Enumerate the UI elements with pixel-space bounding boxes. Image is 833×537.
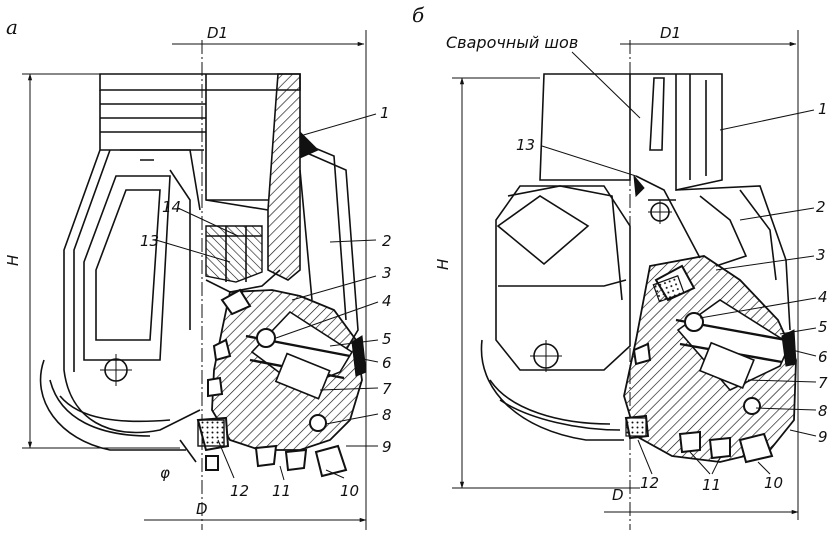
b-d1-label: D1 <box>660 24 681 42</box>
callout-b-9: 9 <box>818 428 828 446</box>
angle-phi-label: φ <box>160 464 170 482</box>
panel-a-letter: a <box>6 15 18 39</box>
callout-a-11: 11 <box>272 482 291 500</box>
inner-body <box>205 225 281 293</box>
callout-a-9: 9 <box>382 438 392 456</box>
panel-b-letter: б <box>412 3 425 27</box>
callout-a-7: 7 <box>382 380 392 398</box>
b-d-label: D <box>612 486 624 504</box>
roller-cone <box>179 288 367 478</box>
panel-b-leaders <box>541 51 817 475</box>
callout-a-10: 10 <box>340 482 359 500</box>
bit-leg-left <box>39 149 201 451</box>
callout-b-4: 4 <box>818 288 828 306</box>
callout-b-10: 10 <box>764 474 783 492</box>
b-body-left <box>480 185 631 441</box>
callout-a-1: 1 <box>380 104 390 122</box>
d-label: D <box>196 500 208 518</box>
callout-b-2: 2 <box>816 198 826 216</box>
callout-a-6: 6 <box>382 354 392 372</box>
callout-b-5: 5 <box>818 318 828 336</box>
callout-a-5: 5 <box>382 330 392 348</box>
b-leg-2 <box>675 185 791 331</box>
callout-b-1: 1 <box>818 100 828 118</box>
callout-a-13: 13 <box>140 232 159 250</box>
callout-a-14: 14 <box>162 198 181 216</box>
weld-seam-label: Сварочный шов <box>446 33 578 52</box>
callout-a-2: 2 <box>382 232 392 250</box>
b-h-label: H <box>434 259 452 270</box>
b-roller-cone <box>623 255 797 464</box>
callout-a-8: 8 <box>382 406 392 424</box>
h-label: H <box>4 255 22 266</box>
callout-b-6: 6 <box>818 348 828 366</box>
callout-a-4: 4 <box>382 292 392 310</box>
d1-label: D1 <box>207 24 228 42</box>
callout-b-7: 7 <box>818 374 828 392</box>
callout-a-3: 3 <box>382 264 392 282</box>
callout-b-12: 12 <box>640 474 659 492</box>
callout-b-8: 8 <box>818 402 828 420</box>
panel-a: a D1 H D <box>4 15 392 530</box>
panel-a-leaders <box>155 113 379 481</box>
callout-b-11: 11 <box>702 476 721 494</box>
callout-a-12: 12 <box>230 482 249 500</box>
b-shank <box>539 73 723 259</box>
panel-b: б Сварочный шов D1 H D <box>412 3 828 530</box>
callout-b-3: 3 <box>816 246 826 264</box>
callout-b-13: 13 <box>516 136 535 154</box>
